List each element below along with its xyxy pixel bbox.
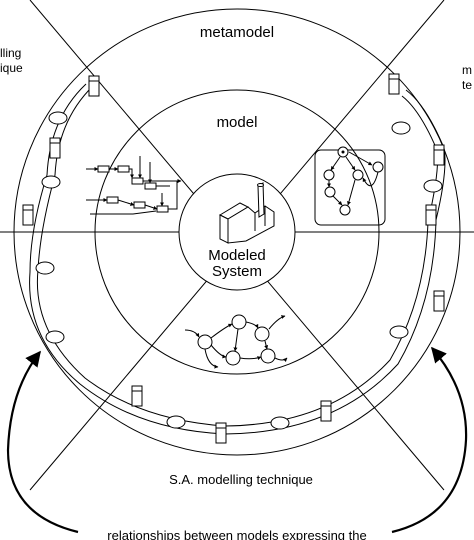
bottom-caption: relationships between models expressing … bbox=[107, 528, 366, 540]
outer-circle bbox=[13, 8, 461, 456]
center-label-line1: Modeled bbox=[208, 247, 266, 264]
technique-symbols bbox=[22, 73, 445, 444]
center-label-line2: System bbox=[212, 263, 262, 280]
block-diagram-model bbox=[86, 156, 182, 215]
right-cut-label-2: te bbox=[462, 78, 472, 92]
right-cut-label-1: m bbox=[462, 63, 472, 77]
factory-icon bbox=[218, 182, 275, 244]
metamodel-label: metamodel bbox=[200, 24, 274, 41]
left-cut-label-2: ique bbox=[0, 61, 23, 75]
model-label: model bbox=[217, 114, 258, 131]
left-cut-label-1: lling bbox=[0, 46, 21, 60]
relationship-arrows bbox=[6, 346, 468, 534]
state-machine-model bbox=[314, 146, 386, 226]
middle-circle bbox=[94, 89, 380, 375]
technique-label: S.A. modelling technique bbox=[169, 472, 313, 487]
network-model bbox=[184, 314, 288, 369]
